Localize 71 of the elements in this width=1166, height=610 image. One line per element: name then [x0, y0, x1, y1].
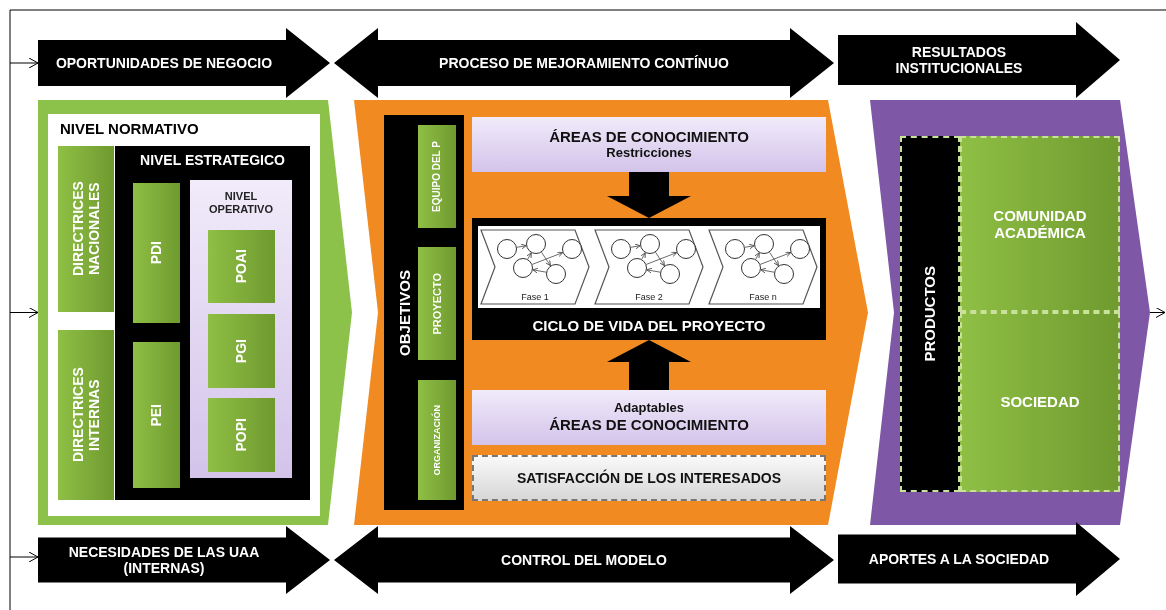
double-arrow-banner [334, 526, 834, 594]
section-title: ÁREAS DE CONOCIMIENTO [549, 128, 749, 146]
level-title: NIVEL OPERATIVO [208, 190, 274, 216]
block-arrow [607, 340, 691, 390]
banner-text: OPORTUNIDADES DE NEGOCIO [55, 54, 273, 72]
level-title: NIVEL NORMATIVO [60, 120, 199, 138]
banner-text: PROCESO DE MEJORAMIENTO CONTÍNUO [439, 54, 729, 72]
plan-label: POAI [233, 249, 250, 284]
products-panel [900, 136, 960, 492]
arrow-banner [838, 22, 1120, 98]
directive-card [58, 146, 114, 312]
phase-label: Fase 2 [635, 291, 663, 302]
products-title: PRODUCTOS [921, 266, 939, 362]
plan-label: POPI [233, 418, 250, 452]
banner-text: CONTROL DEL MODELO [501, 551, 667, 569]
phase-label: Fase n [749, 291, 777, 302]
arrow [9, 57, 39, 69]
level-panel [190, 180, 292, 478]
lifecycle-panel [472, 218, 826, 340]
arrow [9, 307, 39, 318]
plan-card [133, 342, 180, 488]
objective-card [418, 125, 456, 228]
chevron-band [354, 100, 868, 525]
banner-text: NECESIDADES DE LAS UAA (INTERNAS) [67, 543, 261, 577]
level-panel [115, 146, 310, 500]
phase-label: Fase 1 [521, 291, 549, 302]
plan-card [208, 230, 275, 303]
section-title: SATISFACCIÓN DE LOS INTERESADOS [516, 469, 782, 487]
arrow-banner [38, 526, 330, 594]
objectives-title: OBJETIVOS [396, 269, 414, 356]
knowledge-area-panel [472, 390, 826, 445]
stakeholder-panel [472, 455, 826, 501]
banner-text: RESULTADOS INSTITUCIONALES [894, 43, 1024, 77]
plan-label: PGI [233, 338, 250, 364]
directive-label: DIRECTRICES INTERNAS [69, 366, 103, 465]
section-title: Adaptables [613, 401, 685, 417]
objective-label: PROYECTO [430, 272, 444, 335]
objective-card [418, 247, 456, 360]
objectives-panel [384, 115, 464, 510]
section-title: Restricciones [606, 145, 692, 161]
section-title: ÁREAS DE CONOCIMIENTO [549, 416, 749, 434]
beneficiary-label: SOCIEDAD [1000, 393, 1080, 411]
plan-card [133, 183, 180, 323]
level-title: NIVEL ESTRATEGICO [140, 152, 285, 169]
arrow-banner [838, 522, 1120, 596]
phase-card [480, 229, 590, 305]
block-arrow [607, 172, 691, 218]
double-arrow-banner [334, 28, 834, 98]
beneficiary-panel [960, 136, 1120, 312]
knowledge-area-panel [472, 117, 826, 172]
beneficiary-panel [960, 312, 1120, 492]
banner-text: APORTES A LA SOCIEDAD [868, 550, 1050, 568]
objective-label: ORGANIZACIÓN [431, 404, 443, 476]
level-panel [48, 114, 320, 516]
chevron-band [870, 100, 1150, 525]
objective-card [418, 380, 456, 500]
directive-label: DIRECTRICES NACIONALES [69, 180, 103, 279]
plan-label: PEI [148, 403, 165, 427]
arrow [9, 551, 39, 563]
chevron-band [38, 100, 352, 525]
arrow-banner [38, 28, 330, 98]
phase-card [594, 229, 704, 305]
section-title: CICLO DE VIDA DEL PROYECTO [532, 316, 766, 334]
plan-label: PDI [148, 241, 165, 265]
objective-label: EQUIPO DEL P [431, 141, 443, 212]
arrow [1149, 307, 1166, 318]
beneficiary-label: COMUNIDAD ACADÉMICA [992, 206, 1088, 242]
plan-card [208, 398, 275, 472]
plan-card [208, 314, 275, 388]
directive-card [58, 330, 114, 500]
phase-card [708, 229, 818, 305]
